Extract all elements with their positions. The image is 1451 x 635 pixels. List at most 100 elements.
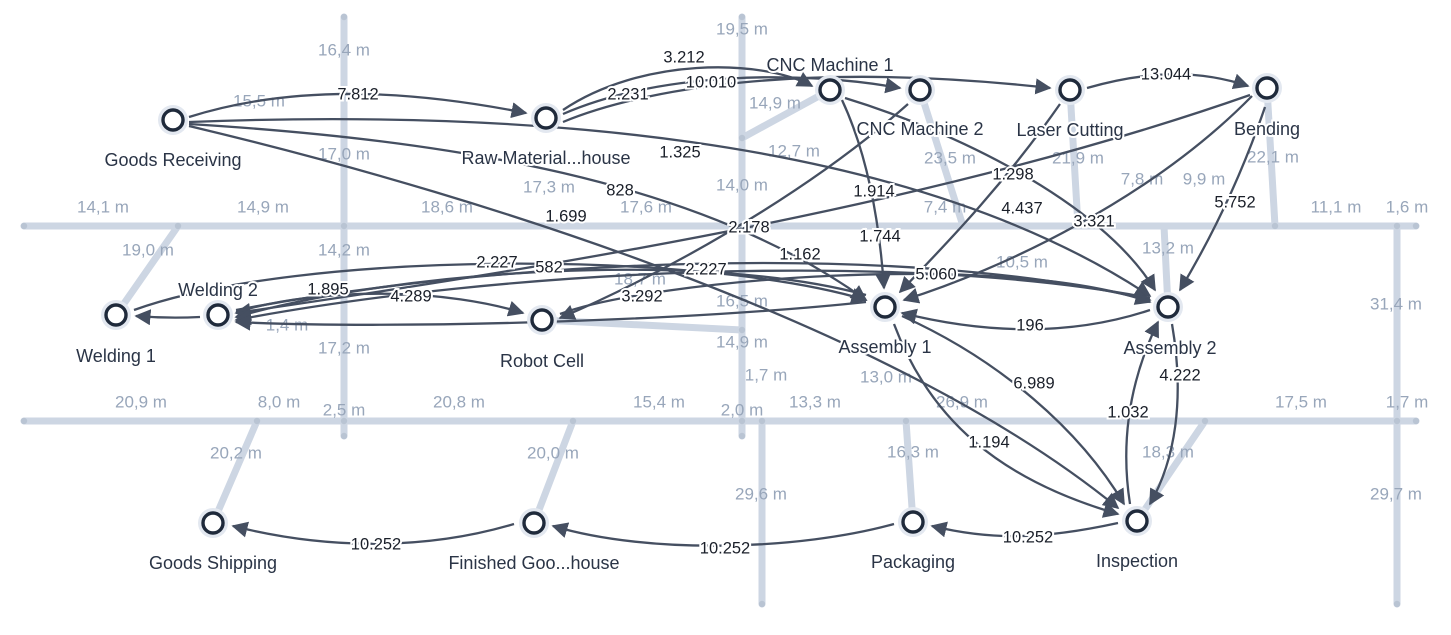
flow-value-label: 2.227 (476, 253, 517, 271)
station-bending[interactable]: Bending (1232, 73, 1302, 141)
flow-arrow-assembly2-to-inspection (1148, 323, 1179, 506)
station-packaging[interactable]: Packaging (869, 507, 957, 574)
aisle-distance-label: 26,9 m (936, 392, 988, 411)
station-laser[interactable]: Laser Cutting (1014, 75, 1126, 142)
aisle-junction (20, 222, 28, 230)
flow-arrow-bending-to-assembly1 (902, 95, 1253, 304)
station-node-icon[interactable] (206, 303, 230, 327)
aisle-distance-label: 13,3 m (789, 392, 841, 411)
aisle-distance-label: 22,1 m (1247, 147, 1299, 166)
station-node-icon[interactable] (908, 78, 932, 102)
station-inspection[interactable]: Inspection (1094, 506, 1180, 573)
station-label: Assembly 2 (1123, 338, 1216, 358)
flow-arrow-assembly2-to-welding2 (234, 269, 1151, 326)
aisle-distance-label: 1,7 m (1386, 392, 1429, 411)
flow-arrow-cnc2-to-robot (558, 103, 909, 320)
flow-value-label: 582 (535, 258, 563, 276)
station-label: Goods Shipping (149, 553, 277, 573)
aisle-distance-label: 2,5 m (323, 400, 366, 419)
aisle-distance-label: 14,2 m (318, 240, 370, 259)
aisle-distance-label: 14,9 m (749, 93, 801, 112)
aisle-junction (20, 417, 28, 425)
station-node-icon[interactable] (818, 78, 842, 102)
flow-arrow-assembly1-to-inspection (892, 323, 1120, 518)
aisle-distance-label: 11,1 m (1311, 197, 1362, 216)
aisle-distance-label: 17,2 m (318, 338, 370, 357)
station-label: Bending (1234, 119, 1300, 139)
aisle-distance-label: 7,8 m (1121, 169, 1164, 188)
aisle-distance-label: 23,5 m (924, 148, 976, 167)
flow-value-label: 2.178 (728, 218, 769, 236)
aisle-distance-label: 14,1 m (77, 197, 129, 216)
flow-arrow-laser-to-bending (1086, 73, 1250, 90)
station-node-icon[interactable] (901, 510, 925, 534)
aisle-distance-label: 29,6 m (735, 484, 787, 503)
flow-value-label: 4.289 (390, 287, 431, 305)
aisle-distance-label: 17,5 m (1275, 392, 1327, 411)
station-node-icon[interactable] (1156, 295, 1180, 319)
aisle-junction (174, 222, 182, 230)
flow-value-label: 2.231 (607, 85, 648, 103)
station-label: Inspection (1096, 551, 1178, 571)
station-goods-receiving[interactable]: Goods Receiving (102, 105, 244, 172)
aisle-distance-label: 14,9 m (716, 332, 768, 351)
aisle-distance-label: 20,9 m (115, 392, 167, 411)
station-node-icon[interactable] (201, 511, 225, 535)
station-label: CNC Machine 2 (856, 119, 983, 139)
station-cnc2[interactable]: CNC Machine 2 (854, 75, 986, 141)
flow-value-label: 10.252 (1003, 528, 1053, 546)
flow-value-label: 3.212 (663, 48, 704, 66)
station-label: Assembly 1 (838, 337, 931, 357)
station-welding2[interactable]: Welding 2 (176, 278, 260, 330)
station-node-icon[interactable] (873, 295, 897, 319)
station-node-icon[interactable] (1125, 509, 1149, 533)
station-node-icon[interactable] (161, 108, 185, 132)
aisle-segment (1263, 84, 1279, 230)
station-assembly1[interactable]: Assembly 1 (836, 292, 934, 359)
station-node-icon[interactable] (530, 308, 554, 332)
station-finished-goods[interactable]: Finished Goo...house (446, 508, 622, 575)
aisle-junction (1393, 600, 1401, 608)
aisle-distance-label: 18,6 m (421, 197, 473, 216)
station-label: Goods Receiving (104, 150, 241, 170)
aisle-distance-label: 14,0 m (716, 175, 768, 194)
flow-arrow-welding1-to-assembly1 (133, 262, 868, 312)
station-node-icon[interactable] (522, 511, 546, 535)
station-label: Welding 2 (178, 280, 258, 300)
aisle-distance-label: 1,6 m (1386, 197, 1429, 216)
aisle-junction (738, 432, 746, 440)
station-label: Packaging (871, 552, 955, 572)
flow-arrow-finished-goods-to-goods-shipping (231, 521, 515, 545)
aisle-distance-label: 12,7 m (768, 141, 820, 160)
flow-arrow-welding2-to-welding1 (134, 309, 201, 326)
station-node-icon[interactable] (104, 303, 128, 327)
station-node-icon[interactable] (534, 106, 558, 130)
flow-value-label: 1.699 (545, 207, 586, 225)
flow-value-label: 1.325 (659, 143, 700, 161)
aisle-distance-label: 29,7 m (1370, 484, 1422, 503)
station-robot[interactable]: Robot Cell (498, 305, 586, 373)
flow-value-label: 10.010 (686, 73, 736, 91)
station-label: Finished Goo...house (448, 553, 619, 573)
station-node-icon[interactable] (1255, 76, 1279, 100)
station-welding1[interactable]: Welding 1 (74, 300, 158, 368)
aisle-junction (340, 432, 348, 440)
flow-value-label: 196 (1016, 316, 1044, 334)
station-assembly2[interactable]: Assembly 2 (1121, 292, 1219, 360)
flow-arrow-inspection-to-assembly2 (1125, 320, 1160, 505)
aisle-distance-label: 14,9 m (237, 197, 289, 216)
station-raw-material[interactable]: Raw Material...house (459, 103, 633, 170)
station-goods-shipping[interactable]: Goods Shipping (147, 508, 279, 575)
flow-arrow-bending-to-assembly2 (1179, 106, 1267, 292)
station-node-icon[interactable] (1058, 78, 1082, 102)
aisle-distance-label: 15,4 m (633, 392, 685, 411)
station-cnc1[interactable]: CNC Machine 1 (764, 53, 896, 105)
stations: Goods Receiving Raw Material...house CNC M… (74, 53, 1302, 575)
flow-value-label: 5.752 (1214, 193, 1255, 211)
material-flows (133, 66, 1267, 547)
flow-arrow-raw-material-to-cnc2 (562, 76, 902, 116)
flow-arrow-goods-receiving-to-raw-material (188, 92, 528, 119)
aisle-distance-label: 16,4 m (318, 40, 370, 59)
aisle-junction (1271, 222, 1279, 230)
